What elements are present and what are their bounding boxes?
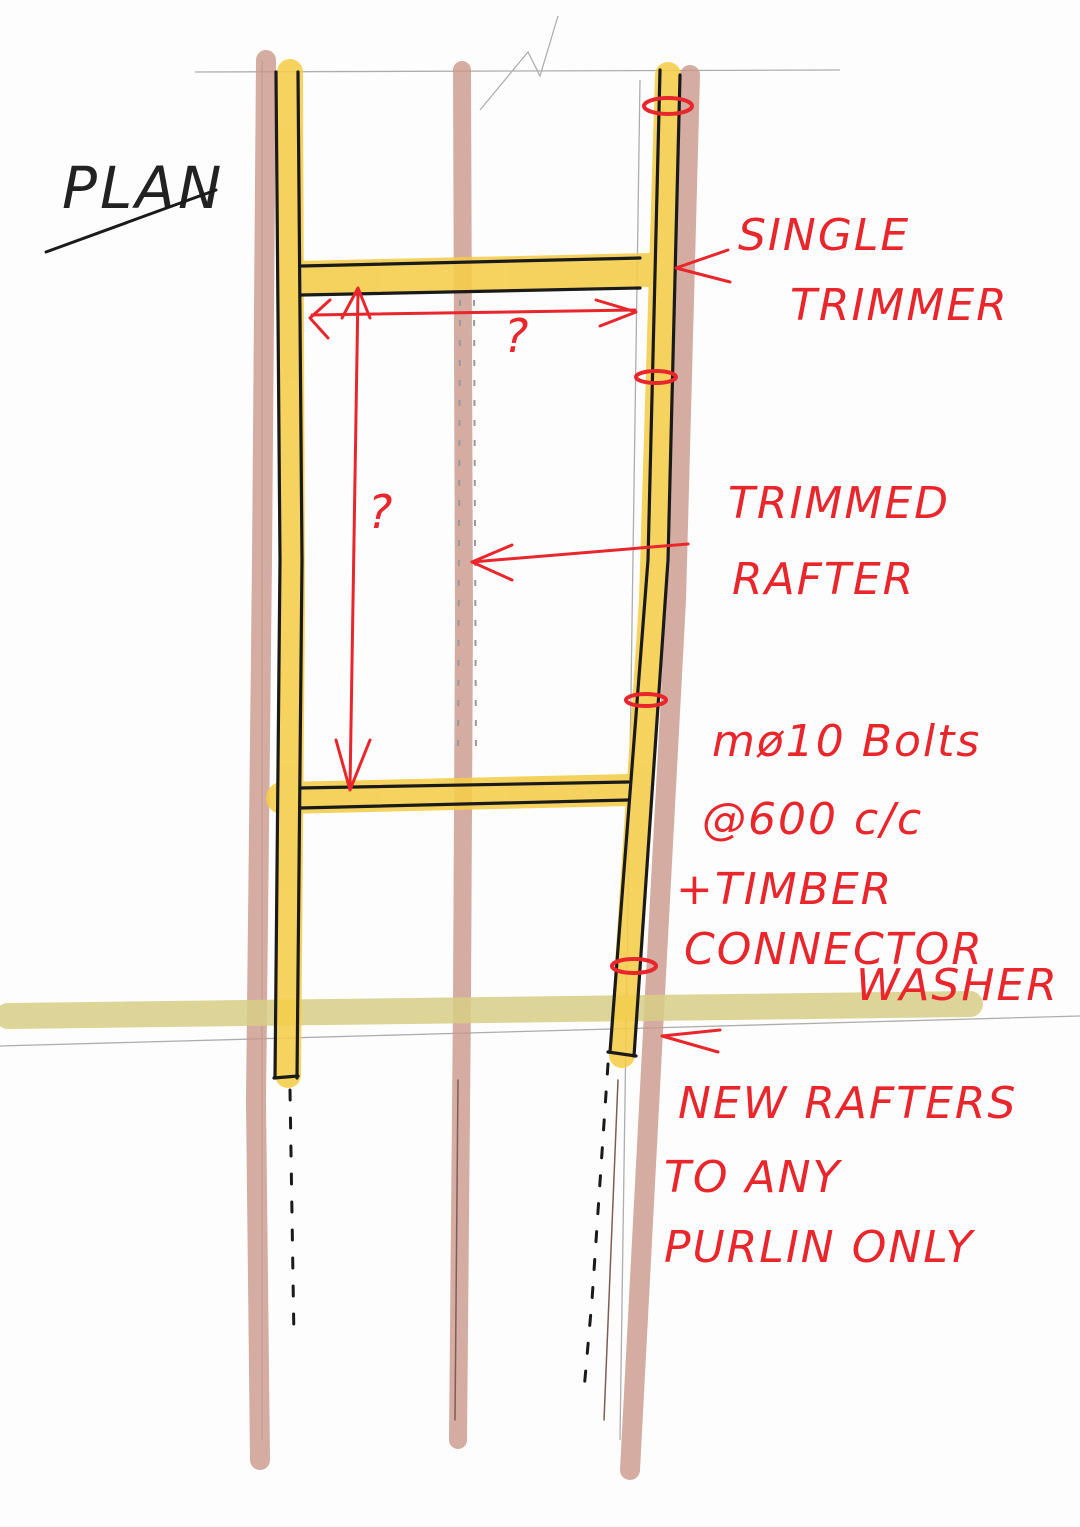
width-unknown-mark: ? <box>504 309 528 363</box>
bolt-mark <box>634 369 678 385</box>
trimmer-bottom <box>266 774 646 814</box>
new-rafter-left <box>275 59 306 1088</box>
length-dimension-line <box>348 290 360 790</box>
trimmed-rafter-arrow <box>470 542 690 564</box>
label-line: +TIMBER <box>676 864 893 915</box>
bolt-marks <box>610 96 694 975</box>
label-line: @600 c/c <box>702 794 923 845</box>
new-rafters-arrow <box>660 1028 722 1054</box>
leader-arrows <box>470 248 732 1054</box>
label-line: RAFTER <box>732 554 915 605</box>
label-line: PURLIN ONLY <box>664 1222 976 1273</box>
page-title: PLAN <box>62 154 224 222</box>
title-underline <box>44 188 218 254</box>
existing-rafter-left <box>245 50 276 1470</box>
label-line: SINGLE <box>738 210 910 261</box>
bolt-mark <box>624 692 668 708</box>
dashed-continuation <box>288 1062 610 1392</box>
single-trimmer-label: SINGLE TRIMMER <box>738 210 1009 331</box>
arrowhead-right <box>594 298 638 328</box>
label-line: TRIMMED <box>728 478 950 529</box>
new-rafters-label: NEW RAFTERS TO ANY PURLIN ONLY <box>664 1078 1017 1273</box>
label-line: CONNECTOR <box>684 924 984 975</box>
ink-outlines <box>272 68 682 1080</box>
single-trimmer-arrow <box>674 248 732 284</box>
existing-rafter-right <box>620 65 700 1480</box>
bolts-label: mø10 Bolts @600 c/c +TIMBER CONNECTOR WA… <box>676 716 1059 1011</box>
new-rafter-right <box>609 62 681 1068</box>
label-line: NEW RAFTERS <box>678 1078 1017 1129</box>
trimmed-rafter-label: TRIMMED RAFTER <box>728 478 950 605</box>
new-timber <box>266 59 681 1088</box>
label-line: mø10 Bolts <box>712 716 981 767</box>
width-dimension-line <box>310 308 637 317</box>
trimmer-top <box>278 253 667 295</box>
bolt-mark <box>642 96 694 116</box>
label-line: WASHER <box>856 960 1059 1011</box>
purlin <box>0 991 983 1029</box>
arrowhead-left <box>308 298 332 340</box>
dimension-arrows <box>308 286 638 792</box>
label-line: TRIMMER <box>790 280 1009 331</box>
length-unknown-mark: ? <box>368 485 392 539</box>
arrowhead-top <box>340 286 372 320</box>
existing-rafters <box>245 50 700 1480</box>
existing-rafter-middle <box>449 61 474 1449</box>
trimmed-rafter <box>457 299 477 761</box>
label-line: TO ANY <box>664 1152 843 1203</box>
arrowhead-bottom <box>334 738 372 792</box>
bolt-mark <box>610 957 658 975</box>
